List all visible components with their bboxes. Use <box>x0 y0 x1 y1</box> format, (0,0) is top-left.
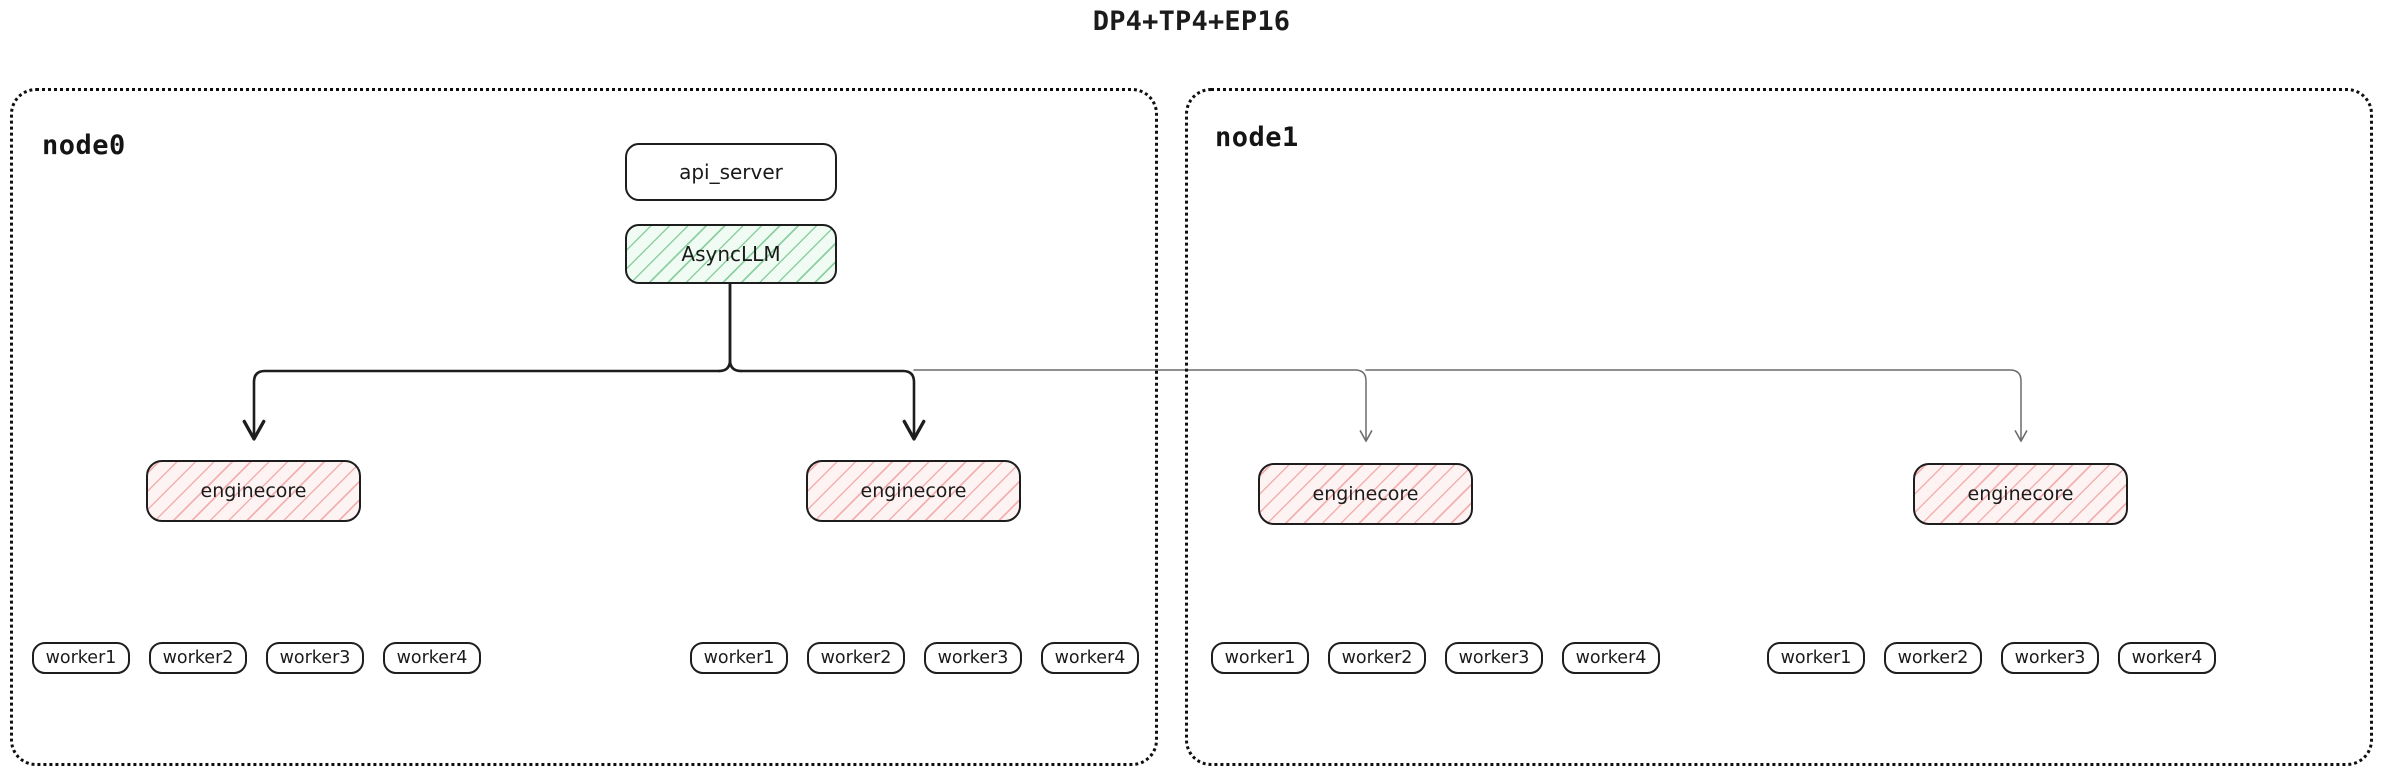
worker-box-node0-1-1[interactable]: worker1 <box>690 642 788 674</box>
async-llm-label: AsyncLLM <box>681 242 781 266</box>
worker-box-node1-0-2[interactable]: worker2 <box>1328 642 1426 674</box>
worker-box-node0-1-3[interactable]: worker3 <box>924 642 1022 674</box>
async-llm-box[interactable]: AsyncLLM <box>625 224 837 284</box>
worker-label: worker2 <box>1897 648 1969 668</box>
worker-box-node1-1-2[interactable]: worker2 <box>1884 642 1982 674</box>
enginecore-box-node1-1[interactable]: enginecore <box>1913 463 2128 525</box>
worker-box-node1-0-4[interactable]: worker4 <box>1562 642 1660 674</box>
enginecore-label: enginecore <box>1967 483 2074 505</box>
worker-box-node0-0-3[interactable]: worker3 <box>266 642 364 674</box>
worker-label: worker1 <box>45 648 117 668</box>
connector-async-to-bus <box>717 281 743 373</box>
api-server-label: api_server <box>679 160 783 184</box>
worker-box-node0-0-4[interactable]: worker4 <box>383 642 481 674</box>
connector-node1-engine0 <box>913 369 1373 442</box>
worker-label: worker4 <box>396 648 468 668</box>
api-server-box[interactable]: api_server <box>625 143 837 201</box>
connector-node0-engine1 <box>739 369 926 441</box>
worker-box-node1-1-1[interactable]: worker1 <box>1767 642 1865 674</box>
worker-label: worker3 <box>1458 648 1530 668</box>
enginecore-label: enginecore <box>1312 483 1419 505</box>
worker-label: worker1 <box>1224 648 1296 668</box>
worker-label: worker3 <box>2014 648 2086 668</box>
cluster-node1[interactable] <box>1185 88 2373 766</box>
enginecore-box-node1-0[interactable]: enginecore <box>1258 463 1473 525</box>
worker-label: worker1 <box>1780 648 1852 668</box>
worker-box-node0-0-1[interactable]: worker1 <box>32 642 130 674</box>
worker-label: worker4 <box>1575 648 1647 668</box>
connector-node0-engine0 <box>242 369 721 441</box>
worker-label: worker3 <box>279 648 351 668</box>
worker-box-node1-1-4[interactable]: worker4 <box>2118 642 2216 674</box>
worker-label: worker4 <box>2131 648 2203 668</box>
worker-box-node0-0-2[interactable]: worker2 <box>149 642 247 674</box>
enginecore-box-node0-1[interactable]: enginecore <box>806 460 1021 522</box>
cluster-node0[interactable] <box>10 88 1158 766</box>
enginecore-label: enginecore <box>200 480 307 502</box>
worker-box-node0-1-4[interactable]: worker4 <box>1041 642 1139 674</box>
worker-box-node1-0-3[interactable]: worker3 <box>1445 642 1543 674</box>
worker-label: worker2 <box>162 648 234 668</box>
worker-box-node1-1-3[interactable]: worker3 <box>2001 642 2099 674</box>
worker-label: worker2 <box>820 648 892 668</box>
connector-node1-engine1 <box>1365 369 2028 442</box>
worker-label: worker3 <box>937 648 1009 668</box>
enginecore-box-node0-0[interactable]: enginecore <box>146 460 361 522</box>
cluster-node0-label: node0 <box>42 130 126 161</box>
cluster-node1-label: node1 <box>1215 122 1299 153</box>
enginecore-label: enginecore <box>860 480 967 502</box>
diagram-title: DP4+TP4+EP16 <box>1092 6 1291 37</box>
worker-label: worker4 <box>1054 648 1126 668</box>
worker-label: worker2 <box>1341 648 1413 668</box>
worker-box-node0-1-2[interactable]: worker2 <box>807 642 905 674</box>
worker-box-node1-0-1[interactable]: worker1 <box>1211 642 1309 674</box>
worker-label: worker1 <box>703 648 775 668</box>
